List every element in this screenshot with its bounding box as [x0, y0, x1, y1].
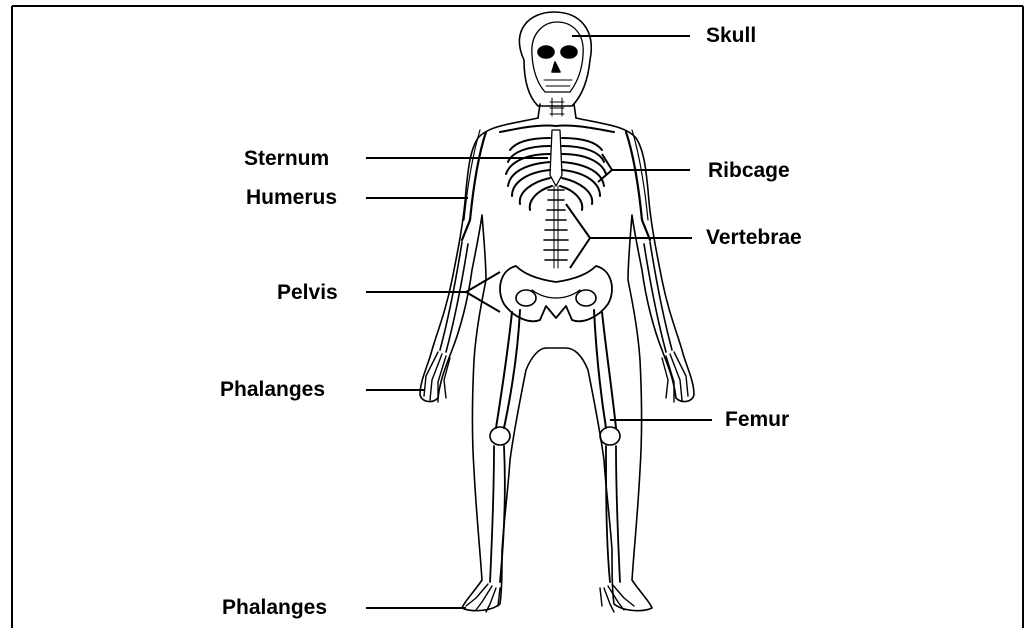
pelvis-leader [366, 272, 500, 312]
label-skull: Skull [706, 25, 756, 46]
label-phalanges-hand: Phalanges [220, 379, 325, 400]
label-phalanges-foot: Phalanges [222, 597, 327, 618]
tibia-left [490, 446, 505, 582]
label-vertebrae: Vertebrae [706, 227, 802, 248]
label-femur: Femur [725, 409, 789, 430]
label-pelvis: Pelvis [277, 282, 338, 303]
sternum-bone [550, 130, 562, 186]
ribs-left [506, 138, 552, 210]
humerus-right [626, 132, 650, 240]
leader-lines [366, 36, 712, 608]
clavicle [500, 125, 614, 132]
femur-right [594, 310, 616, 428]
femur-left [496, 310, 520, 428]
body-outline-left [420, 118, 546, 611]
skull-bone [532, 22, 583, 92]
forearm-left [440, 242, 468, 352]
skeleton-figure [420, 12, 694, 612]
label-sternum: Sternum [244, 148, 329, 169]
ribs-right [560, 138, 606, 210]
hand-left [424, 352, 450, 402]
foot-right [600, 584, 634, 612]
body-outline-right [546, 118, 694, 611]
label-humerus: Humerus [246, 187, 337, 208]
spine-vertebrae [544, 186, 568, 268]
knee-right [600, 427, 620, 445]
label-ribcage: Ribcage [708, 160, 790, 181]
knee-left [490, 427, 510, 445]
